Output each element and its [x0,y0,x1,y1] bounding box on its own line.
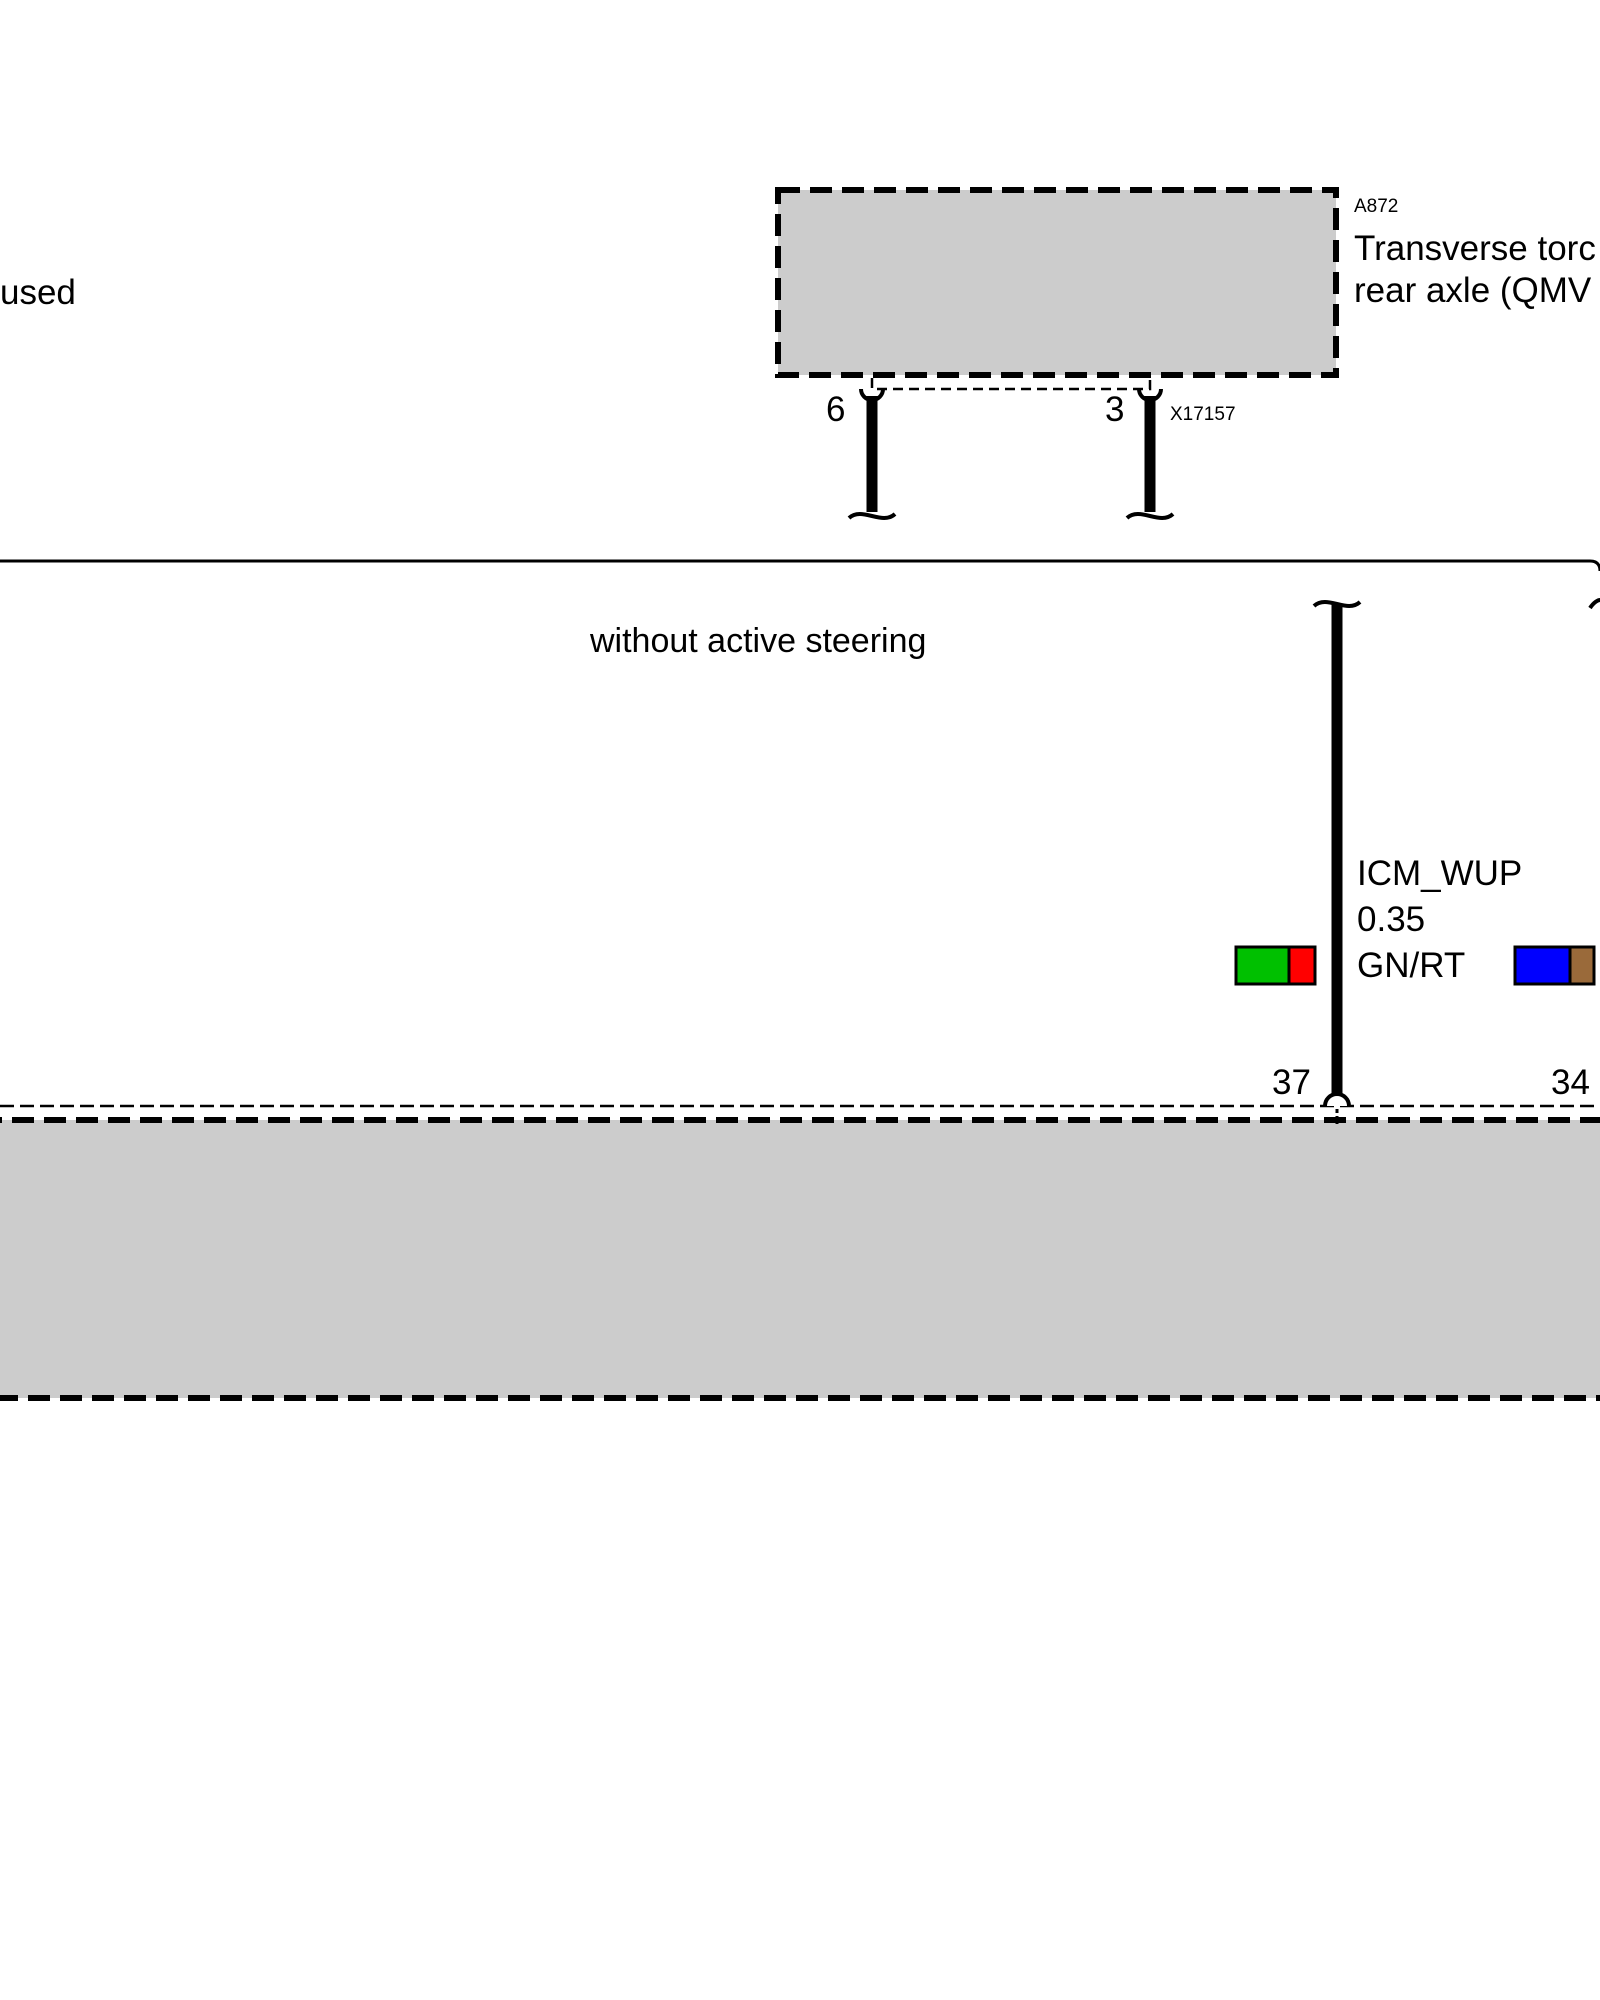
wire-pin-6-break-icon [847,512,897,520]
bottom-connector-pin-37-bump [1323,1092,1351,1107]
module-a872-name-line2: rear axle (QMV [1354,271,1592,310]
bottom-module-pin-37-label: 37 [1272,1063,1311,1102]
wire-icm-wup-color-swatch [1234,945,1317,986]
swatch-secondary-color [1568,945,1596,986]
module-a872-box[interactable] [775,187,1339,378]
connector-x17157-id: X17157 [1170,404,1236,425]
left-note-text: used [0,273,76,312]
swatch-primary-color [1234,945,1291,986]
connector-x17157-housing [870,378,1152,391]
option-group-label: without active steering [589,622,926,660]
module-a872-name-line1: Transverse torc [1354,229,1596,268]
connector-pin-6-label: 6 [826,390,845,429]
swatch-primary-color [1513,945,1572,986]
wire-icm-wup-signal: ICM_WUP [1357,854,1522,893]
right-wire-break-icon [1588,598,1600,610]
wire-icm-wup-cross-section: 0.35 [1357,900,1425,939]
module-a872-id: A872 [1354,196,1398,217]
option-group-bracket [0,559,1600,572]
wire-icm-wup-color-code: GN/RT [1357,946,1465,985]
swatch-secondary-color [1287,945,1317,986]
wire-pin-3-break-icon [1125,512,1175,520]
wire-right-color-swatch [1513,945,1596,986]
bottom-module-box[interactable] [0,1117,1600,1401]
connector-pin-3-label: 3 [1105,390,1124,429]
bottom-module-pin-34-label: 34 [1551,1063,1590,1102]
